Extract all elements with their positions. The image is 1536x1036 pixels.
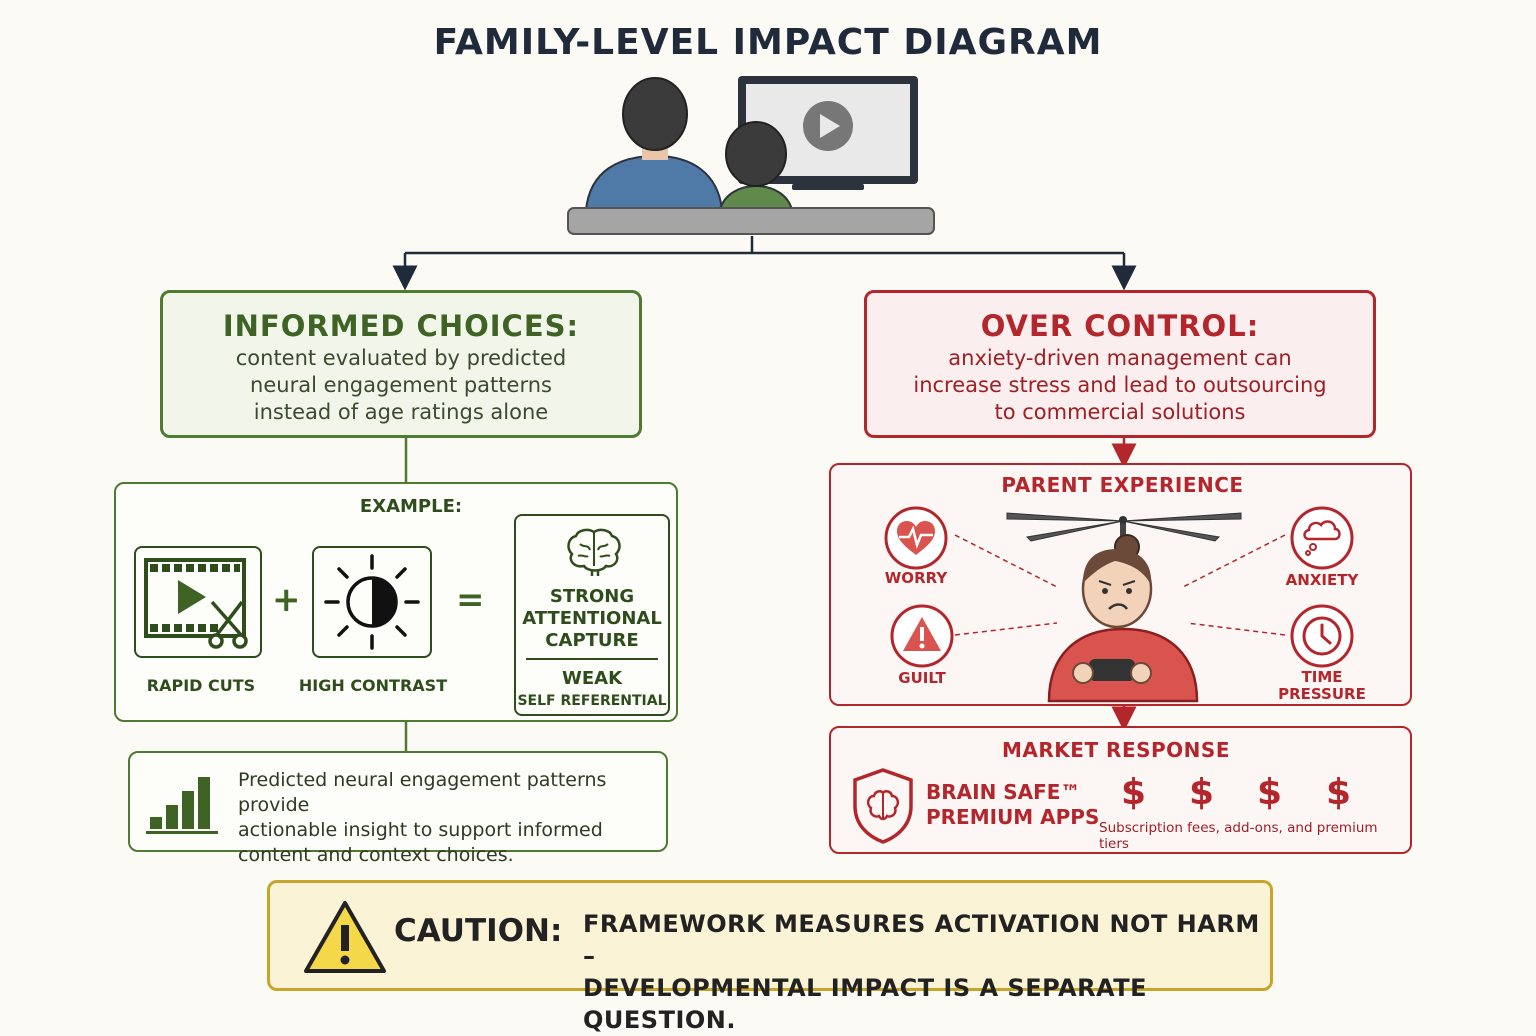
insight-line-2: actionable insight to support informed [238, 819, 603, 841]
clock-icon [1290, 604, 1354, 668]
informed-choices-heading: INFORMED CHOICES: [222, 309, 580, 343]
result-line-3: CAPTURE [545, 630, 639, 651]
result-card: STRONG ATTENTIONAL CAPTURE WEAK SELF REF… [514, 514, 670, 716]
informed-line-3: instead of age ratings alone [253, 400, 549, 424]
over-line-2: increase stress and lead to outsourcing [913, 373, 1327, 397]
worry-label: WORRY [884, 569, 948, 587]
weak-line-1: WEAK [561, 668, 623, 689]
informed-choices-box: INFORMED CHOICES: content evaluated by p… [160, 290, 642, 438]
guilt-label: GUILT [898, 669, 946, 687]
anxiety-label: ANXIETY [1285, 571, 1359, 589]
market-response-heading: MARKET RESPONSE [1002, 738, 1230, 762]
brain-icon [567, 528, 621, 576]
plus-sign: + [272, 580, 301, 620]
caution-label: CAUTION: [394, 913, 563, 949]
fees-text: Subscription fees, add-ons, and premium … [1099, 820, 1378, 852]
time-pressure-line-2: PRESSURE [1278, 685, 1366, 703]
brain-safe-line-1: BRAIN SAFE™ [926, 780, 1081, 804]
bar-chart-icon [146, 777, 218, 834]
parent-illustration [954, 512, 1286, 703]
insight-line-3: content and context choices. [238, 844, 514, 866]
dollar-sign-3: $ [1257, 772, 1283, 813]
brain-shield-icon [853, 768, 913, 844]
insight-line-1: Predicted neural engagement patterns pro… [238, 769, 607, 816]
page-title: FAMILY-LEVEL IMPACT DIAGRAM [433, 22, 1103, 63]
insight-box: Predicted neural engagement patterns pro… [128, 751, 668, 866]
caution-warning-icon [304, 901, 386, 973]
dollar-sign-4: $ [1326, 772, 1352, 813]
informed-line-2: neural engagement patterns [250, 373, 552, 397]
result-line-1: STRONG [549, 586, 635, 607]
heartbeat-icon [884, 506, 948, 570]
dollar-sign-2: $ [1189, 772, 1215, 813]
over-control-box: OVER CONTROL: anxiety-driven management … [864, 290, 1376, 438]
caution-box: CAUTION: FRAMEWORK MEASURES ACTIVATION N… [267, 880, 1273, 1034]
over-control-heading: OVER CONTROL: [980, 309, 1260, 343]
dollar-sign-1: $ [1121, 772, 1147, 813]
parent-experience-heading: PARENT EXPERIENCE [1001, 473, 1244, 497]
rapid-cuts-label: RAPID CUTS [146, 676, 256, 695]
over-line-3: to commercial solutions [994, 400, 1246, 424]
caution-line-2: DEVELOPMENTAL IMPACT IS A SEPARATE QUEST… [583, 974, 1148, 1034]
equals-sign: = [456, 580, 485, 620]
over-line-1: anxiety-driven management can [948, 346, 1292, 370]
family-tv-illustration [567, 76, 935, 235]
result-line-2: ATTENTIONAL [522, 608, 662, 629]
high-contrast-label: HIGH CONTRAST [298, 676, 448, 695]
result-divider [526, 658, 658, 660]
thought-cloud-icon [1290, 506, 1354, 570]
rapid-cuts-icon [134, 546, 262, 658]
example-box: EXAMPLE: RAPID CUTS + [114, 482, 678, 722]
caution-line-1: FRAMEWORK MEASURES ACTIVATION NOT HARM – [583, 910, 1260, 970]
parent-experience-box: PARENT EXPERIENCE [829, 463, 1412, 706]
example-heading: EXAMPLE: [359, 496, 463, 517]
high-contrast-icon [312, 546, 432, 658]
time-pressure-line-1: TIME [1301, 668, 1343, 686]
warning-icon [890, 604, 954, 668]
informed-line-1: content evaluated by predicted [235, 346, 567, 370]
market-response-box: MARKET RESPONSE BRAIN SAFE™ PREMIUM APPS… [829, 726, 1412, 854]
weak-line-2: SELF REFERENTIAL [517, 693, 667, 709]
brain-safe-line-2: PREMIUM APPS [926, 805, 1100, 829]
